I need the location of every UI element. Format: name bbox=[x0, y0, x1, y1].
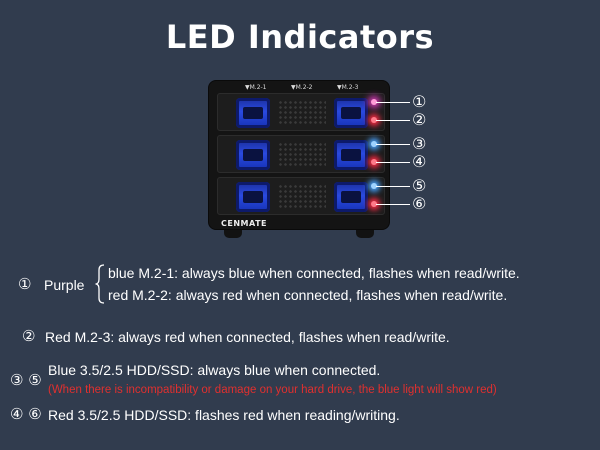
legend-label-purple: Purple bbox=[44, 277, 85, 293]
callout-line-3 bbox=[376, 144, 410, 145]
led-1-purple bbox=[371, 99, 377, 105]
callout-line-4 bbox=[376, 162, 410, 163]
callout-line-6 bbox=[376, 204, 410, 205]
enclosure-image: ▼M.2-1 ▼M.2-2 ▼M.2-3 CENMATE bbox=[208, 80, 390, 240]
brand-logo: CENMATE bbox=[221, 219, 267, 228]
legend-warning-note: (When there is incompatibility or damage… bbox=[48, 384, 497, 396]
callout-number-3: ③ bbox=[412, 134, 427, 153]
legend-marker-1: ① bbox=[18, 275, 32, 293]
legend-purple-line-red: red M.2-2: always red when connected, fl… bbox=[108, 287, 508, 303]
legend-red-hdd: Red 3.5/2.5 HDD/SSD: flashes red when re… bbox=[48, 407, 400, 423]
callout-number-5: ⑤ bbox=[412, 176, 427, 195]
callout-number-1: ① bbox=[412, 92, 427, 111]
callout-number-6: ⑥ bbox=[412, 194, 427, 213]
bay-1-vent-grill bbox=[278, 100, 326, 126]
slot-label-m2-2: ▼M.2-2 bbox=[291, 84, 313, 91]
led-6-red bbox=[371, 201, 377, 207]
callout-line-2 bbox=[376, 120, 410, 121]
legend-purple-line-blue: blue M.2-1: always blue when connected, … bbox=[108, 265, 520, 281]
led-5-blue bbox=[371, 183, 377, 189]
callout-line-5 bbox=[376, 186, 410, 187]
legend-marker-3-5: ③ ⑤ bbox=[10, 371, 42, 389]
legend-marker-4-6: ④ ⑥ bbox=[10, 405, 42, 423]
bay-2-vent-grill bbox=[278, 142, 326, 168]
brace-icon bbox=[95, 264, 105, 304]
slot-labels: ▼M.2-1 ▼M.2-2 ▼M.2-3 bbox=[209, 84, 391, 94]
enclosure-body: ▼M.2-1 ▼M.2-2 ▼M.2-3 CENMATE bbox=[208, 80, 390, 230]
drive-bay-2 bbox=[217, 135, 385, 173]
drive-bay-1 bbox=[217, 93, 385, 131]
slot-label-m2-1: ▼M.2-1 bbox=[245, 84, 267, 91]
led-4-red bbox=[371, 159, 377, 165]
page-title: LED Indicators bbox=[165, 18, 435, 56]
slot-label-m2-3: ▼M.2-3 bbox=[337, 84, 359, 91]
legend-blue-hdd: Blue 3.5/2.5 HDD/SSD: always blue when c… bbox=[48, 362, 381, 378]
callout-number-2: ② bbox=[412, 110, 427, 129]
bay-1-right-handle bbox=[334, 98, 368, 128]
legend-marker-2: ② bbox=[22, 327, 36, 345]
bay-1-left-handle bbox=[236, 98, 270, 128]
callout-number-4: ④ bbox=[412, 152, 427, 171]
bay-3-right-handle bbox=[334, 182, 368, 212]
drive-bay-3 bbox=[217, 177, 385, 215]
bay-3-vent-grill bbox=[278, 184, 326, 210]
bay-3-left-handle bbox=[236, 182, 270, 212]
bay-2-left-handle bbox=[236, 140, 270, 170]
led-3-blue bbox=[371, 141, 377, 147]
callout-line-1 bbox=[376, 102, 410, 103]
led-2-red bbox=[371, 117, 377, 123]
legend-red-m2-3: Red M.2-3: always red when connected, fl… bbox=[45, 329, 450, 345]
bay-2-right-handle bbox=[334, 140, 368, 170]
